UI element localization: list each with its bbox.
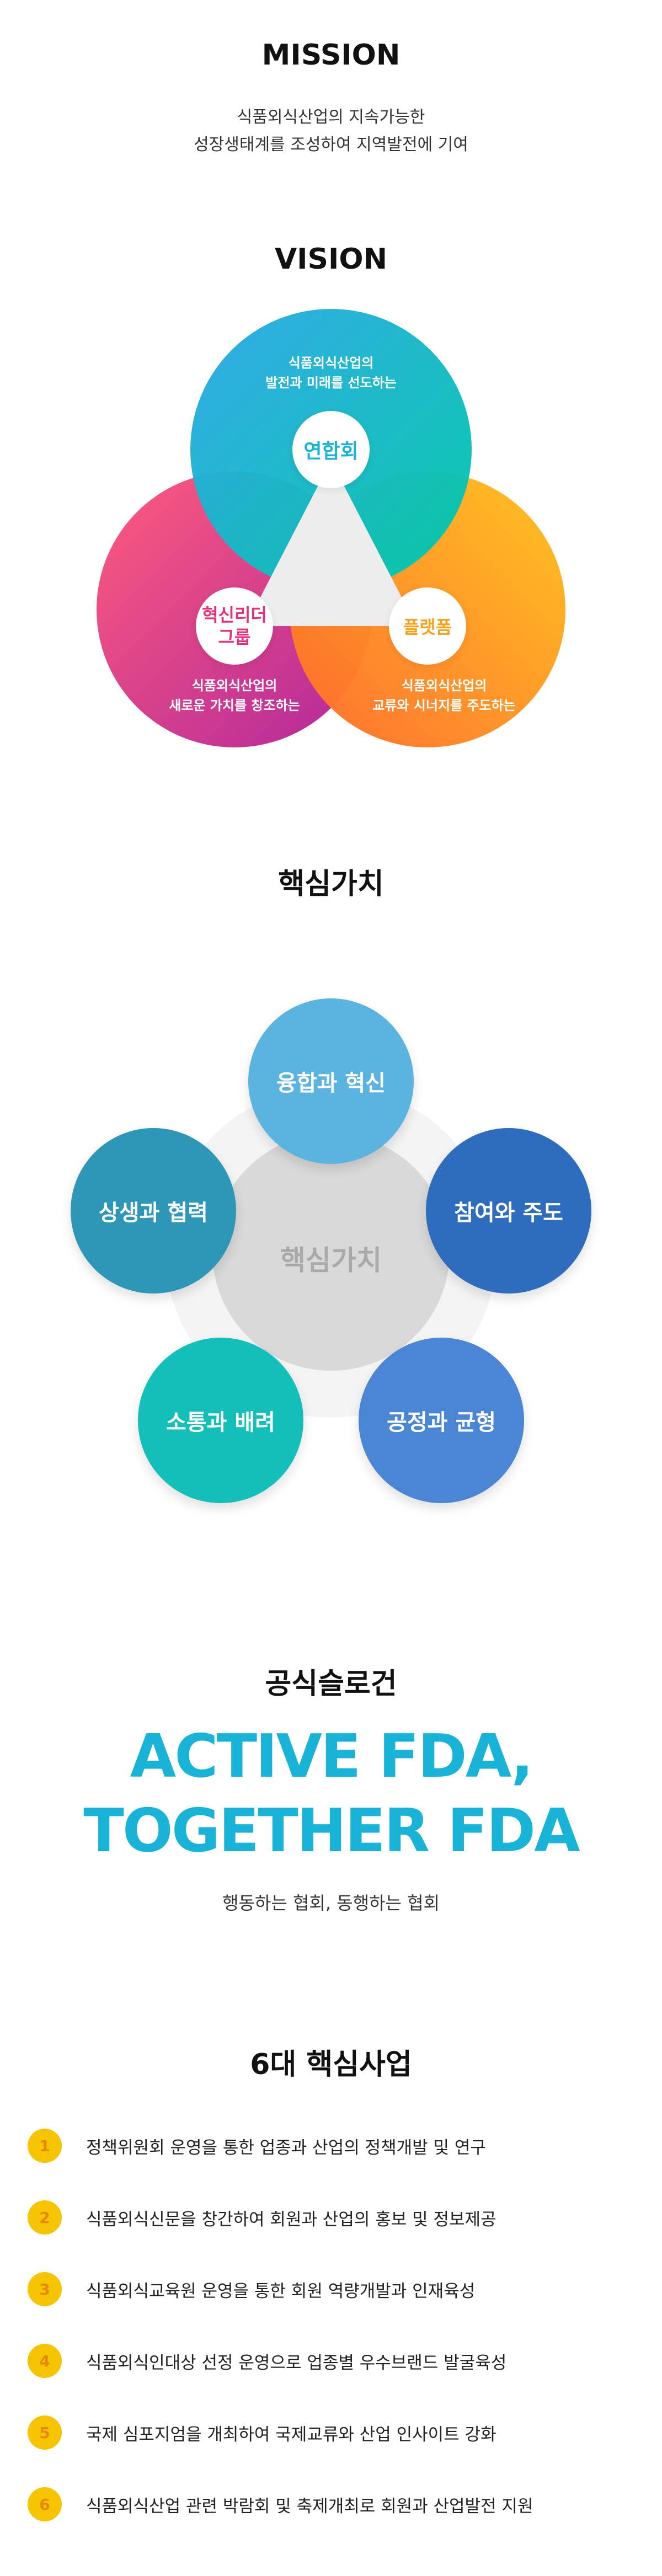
slogan-line-2: TOGETHER FDA [83,1797,580,1866]
business-item-text: 식품외식신문을 창간하여 회원과 산업의 홍보 및 정보제공 [86,2209,496,2230]
business-title: 6대 핵심사업 [250,2048,412,2081]
vision-title: VISION [274,243,388,276]
mission-title: MISSION [261,39,401,72]
vision-node-left-line-2: 그룹 [218,627,251,648]
vision-right-desc: 식품외식산업의 교류와 시너지를 주도하는 [337,676,552,715]
business-item: 3 식품외식교육원 운영을 통한 회원 역량개발과 인재육성 [28,2270,634,2308]
business-number-badge: 4 [28,2344,62,2378]
vision-left-desc-line-1: 식품외식산업의 [191,678,277,693]
value-coexistence-cooperation: 상생과 협력 [71,1128,236,1294]
vision-left-desc-line-2: 새로운 가치를 창조하는 [169,698,300,713]
value-participation-leadership: 참여와 주도 [426,1128,591,1294]
slogan-subtitle: 행동하는 협회, 동행하는 협회 [222,1893,440,1914]
mission-line-1: 식품외식산업의 지속가능한 [237,108,425,127]
vision-node-right: 플랫폼 [389,587,466,665]
vision-top-desc-line-1: 식품외식산업의 [288,355,374,371]
core-values-inner-circle [212,1134,450,1371]
business-number-badge: 2 [28,2200,62,2235]
business-item: 1 정책위원회 운영을 통한 업종과 산업의 정책개발 및 연구 [28,2126,634,2165]
business-item: 6 식품외식산업 관련 박람회 및 축제개최로 회원과 산업발전 지원 [28,2485,634,2524]
business-item-text: 식품외식인대상 선정 운영으로 업종별 우수브랜드 발굴육성 [86,2353,507,2373]
business-item-text: 국제 심포지엄을 개최하여 국제교류와 산업 인사이트 강화 [86,2424,496,2445]
business-number-badge: 3 [28,2272,62,2306]
vision-venn-diagram [97,309,565,747]
vision-node-left-line-1: 혁신리더 [202,605,267,626]
business-item: 2 식품외식신문을 창간하여 회원과 산업의 홍보 및 정보제공 [28,2198,634,2237]
business-item-text: 정책위원회 운영을 통한 업종과 산업의 정책개발 및 연구 [86,2137,486,2158]
business-number-badge: 6 [28,2487,62,2521]
vision-center-triangle [245,461,417,626]
value-communication-consideration: 소통과 배려 [138,1338,303,1503]
vision-node-top: 연합회 [292,411,370,488]
business-item: 4 식품외식인대상 선정 운영으로 업종별 우수브랜드 발굴육성 [28,2342,634,2380]
core-values-title: 핵심가치 [278,868,384,901]
business-number-badge: 5 [28,2415,62,2450]
mission-line-2: 성장생태계를 조성하여 지역발전에 기여 [194,135,468,154]
vision-right-desc-line-2: 교류와 시너지를 주도하는 [372,698,516,713]
vision-node-left: 혁신리더 그룹 [196,587,273,665]
vision-top-desc-line-2: 발전과 미래를 선도하는 [265,375,397,391]
core-values-center-label: 핵심가치 [280,1244,382,1276]
slogan-line-1: ACTIVE FDA, [130,1722,534,1791]
vision-right-desc-line-1: 식품외식산업의 [401,678,487,693]
slogan-title: 공식슬로건 [265,1668,397,1701]
vision-top-desc: 식품외식산업의 발전과 미래를 선도하는 [232,353,430,393]
business-item: 5 국제 심포지엄을 개최하여 국제교류와 산업 인사이트 강화 [28,2413,634,2452]
business-number-badge: 1 [28,2129,62,2163]
business-item-text: 식품외식교육원 운영을 통한 회원 역량개발과 인재육성 [86,2281,476,2301]
business-item-text: 식품외식산업 관련 박람회 및 축제개최로 회원과 산업발전 지원 [86,2496,533,2516]
value-fairness-balance: 공정과 균형 [359,1338,524,1503]
vision-left-desc: 식품외식산업의 새로운 가치를 창조하는 [135,676,334,715]
value-convergence-innovation: 융합과 혁신 [248,998,414,1164]
